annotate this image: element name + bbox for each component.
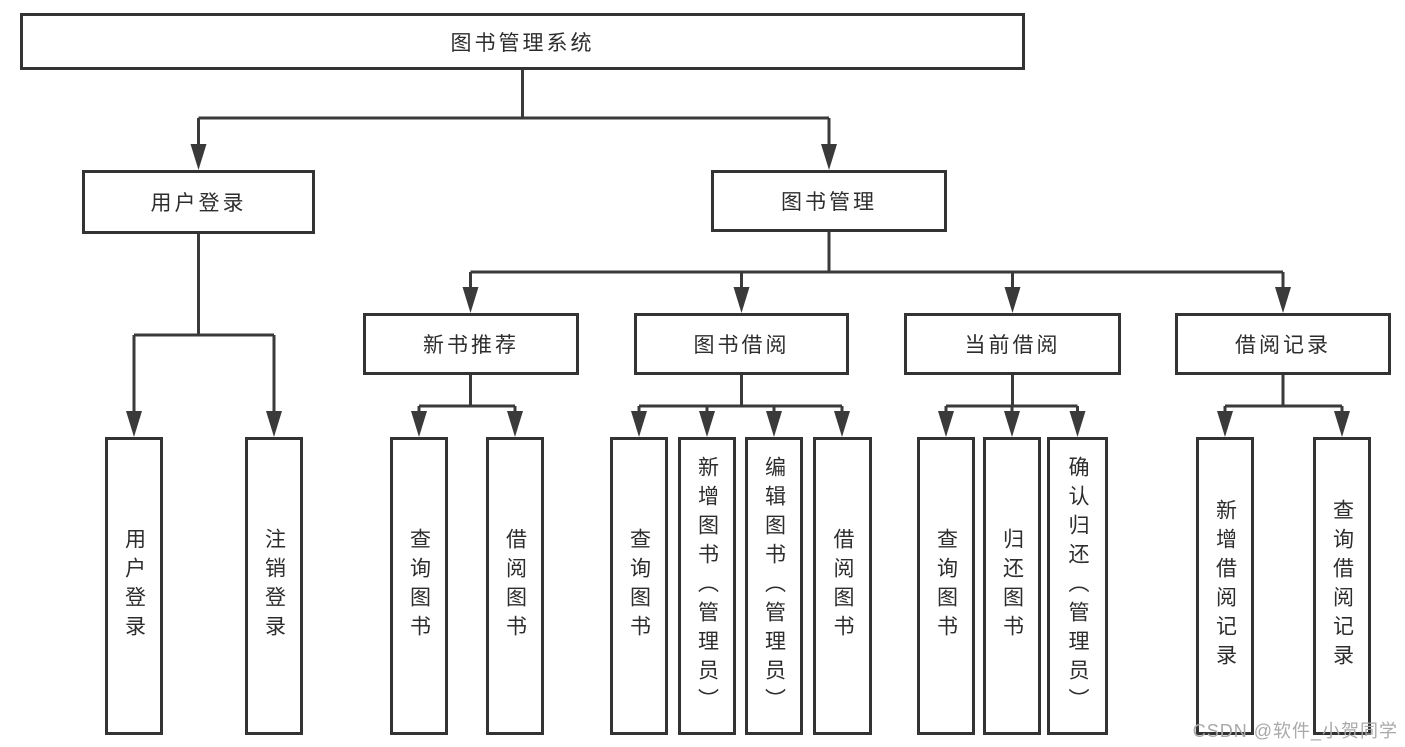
leaf-add-borrow-record-label: 新增借阅记录 [1213,499,1237,673]
node-borrow-records-label: 借阅记录 [1235,334,1331,357]
node-borrow-records: 借阅记录 [1175,313,1391,375]
leaf-query-book-recommend: 查询图书 [390,437,448,735]
leaf-logout: 注销登录 [245,437,303,735]
leaf-return-book-label: 归还图书 [1000,528,1024,644]
leaf-confirm-return-admin-label: 确认归还（管理员） [1066,455,1089,717]
node-current-borrow: 当前借阅 [904,313,1121,375]
leaf-query-book-current: 查询图书 [917,437,975,735]
leaf-query-borrow-record: 查询借阅记录 [1313,437,1371,735]
leaf-query-book-borrow: 查询图书 [610,437,668,735]
node-book-management: 图书管理 [711,170,947,232]
node-user-login-label: 用户登录 [150,192,247,215]
node-current-borrow-label: 当前借阅 [964,334,1061,357]
node-root-label: 图书管理系统 [450,31,595,55]
node-new-book-recommend-label: 新书推荐 [423,334,519,357]
leaf-logout-label: 注销登录 [262,528,286,644]
leaf-user-login: 用户登录 [105,437,163,735]
leaf-add-book-admin: 新增图书（管理员） [678,437,736,735]
leaf-return-book: 归还图书 [983,437,1041,735]
node-root: 图书管理系统 [20,13,1025,70]
node-user-login: 用户登录 [82,170,315,234]
node-book-borrow-label: 图书借阅 [693,334,790,357]
node-book-borrow: 图书借阅 [634,313,849,375]
node-new-book-recommend: 新书推荐 [363,313,579,375]
leaf-edit-book-admin: 编辑图书（管理员） [745,437,803,735]
leaf-user-login-label: 用户登录 [122,528,146,644]
leaf-query-book-current-label: 查询图书 [934,528,958,644]
leaf-borrow-book-recommend: 借阅图书 [486,437,544,735]
leaf-query-book-borrow-label: 查询图书 [627,528,651,644]
leaf-borrow-book: 借阅图书 [813,437,872,735]
leaf-confirm-return-admin: 确认归还（管理员） [1047,437,1108,735]
leaf-add-book-admin-label: 新增图书（管理员） [695,455,719,717]
csdn-watermark: CSDN @软件_小贺同学 [1192,721,1398,741]
node-book-management-label: 图书管理 [781,191,877,214]
leaf-borrow-book-recommend-label: 借阅图书 [503,528,527,644]
leaf-borrow-book-label: 借阅图书 [831,528,854,644]
leaf-add-borrow-record: 新增借阅记录 [1196,437,1254,735]
leaf-query-book-recommend-label: 查询图书 [407,528,431,644]
leaf-edit-book-admin-label: 编辑图书（管理员） [762,455,786,717]
leaf-query-borrow-record-label: 查询借阅记录 [1330,499,1354,673]
